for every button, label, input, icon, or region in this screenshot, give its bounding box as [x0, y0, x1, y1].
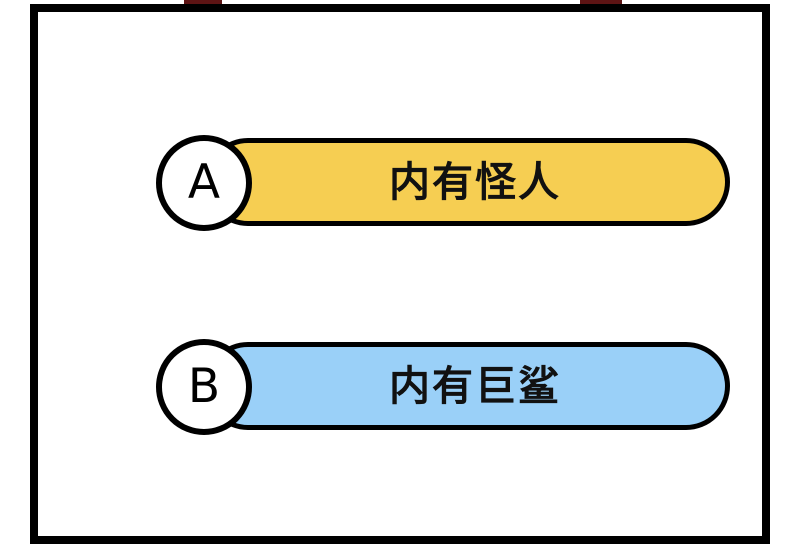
option-row-b[interactable]: 内有巨鲨 B: [156, 339, 730, 435]
option-badge-letter-b: B: [187, 358, 221, 414]
panel-frame: 内有怪人 A 内有巨鲨 B: [30, 4, 770, 544]
top-bleed-sliver-right: [580, 0, 622, 5]
option-bar-a[interactable]: 内有怪人: [204, 138, 730, 226]
option-badge-letter-a: A: [187, 154, 221, 210]
option-label-a: 内有怪人: [389, 157, 561, 206]
option-badge-b[interactable]: B: [156, 339, 252, 435]
option-badge-a[interactable]: A: [156, 135, 252, 231]
option-label-b: 内有巨鲨: [389, 361, 561, 410]
comic-panel-stage: 内有怪人 A 内有巨鲨 B: [30, 0, 770, 544]
option-row-a[interactable]: 内有怪人 A: [156, 135, 730, 231]
option-bar-b[interactable]: 内有巨鲨: [204, 342, 730, 430]
top-bleed-sliver-left: [184, 0, 222, 5]
